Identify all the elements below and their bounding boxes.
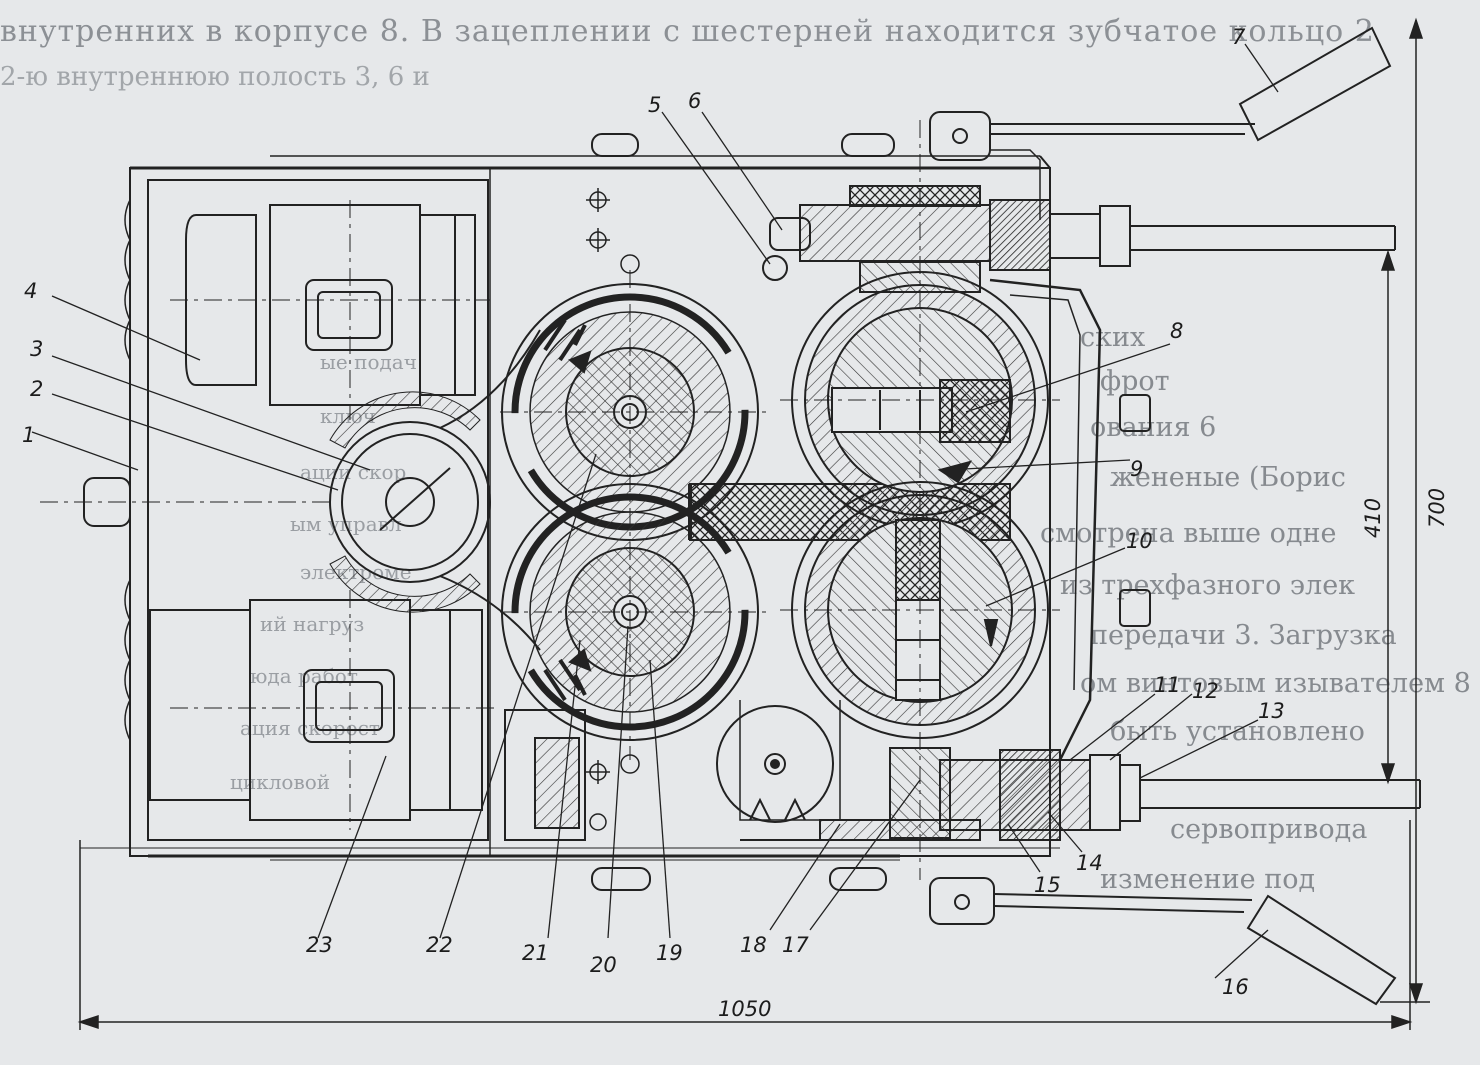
hole-6 xyxy=(762,255,788,281)
ghost-line-right-1: ских xyxy=(1080,322,1146,353)
handle-7-grip xyxy=(1238,26,1392,142)
ghost-line-left-8: ация скорост xyxy=(240,716,380,740)
callout-22: 22 xyxy=(426,933,453,957)
guide-roller-18 xyxy=(716,705,834,823)
ghost-line-top-2: 2-ю внутреннюю полость 3, 6 и xyxy=(0,62,430,92)
ghost-line-right-2: фрот xyxy=(1100,366,1170,397)
ghost-line-right-8: ом винтовым изывателем 8 xyxy=(1080,668,1471,699)
callout-15: 15 xyxy=(1034,873,1061,897)
drive-pulley-3 xyxy=(329,421,491,583)
motor-23-end-cap xyxy=(149,609,251,801)
callout-16: 16 xyxy=(1222,975,1249,999)
dim-width-value: 1050 xyxy=(718,997,771,1021)
tension-block xyxy=(504,709,586,841)
callout-8: 8 xyxy=(1170,319,1183,343)
ghost-line-right-4: жененые (Борис xyxy=(1110,462,1346,493)
ghost-line-left-9: цикловой xyxy=(230,770,331,794)
motor-compartment xyxy=(147,179,489,841)
ghost-line-right-12: изменение под xyxy=(1100,864,1316,895)
callout-3: 3 xyxy=(30,337,43,361)
dim-part-height-value: 410 xyxy=(1361,498,1385,538)
handle-16-hub xyxy=(929,877,995,925)
motor-23-body xyxy=(249,599,411,821)
callout-11: 11 xyxy=(1154,673,1181,697)
handle-16-grip xyxy=(1246,894,1397,1006)
callout-1: 1 xyxy=(22,423,35,447)
adjusting-screw-housing xyxy=(799,204,991,262)
ghost-line-right-9: быть установлено xyxy=(1110,716,1365,747)
callout-23: 23 xyxy=(306,933,333,957)
spring-block-8 xyxy=(939,379,1011,443)
callout-14: 14 xyxy=(1076,851,1103,875)
ghost-line-right-6: из трехфазного элек xyxy=(1060,570,1356,601)
callout-20: 20 xyxy=(590,953,617,977)
callout-19: 19 xyxy=(656,941,683,965)
callout-5: 5 xyxy=(648,93,661,117)
callout-12: 12 xyxy=(1192,679,1219,703)
ghost-line-right-5: смотрена выше одне xyxy=(1040,518,1337,549)
callout-13: 13 xyxy=(1258,699,1285,723)
callout-10: 10 xyxy=(1126,529,1153,553)
ghost-line-left-1: ые подач xyxy=(320,350,417,374)
callout-21: 21 xyxy=(522,941,549,965)
ghost-line-right-11: сервопривода xyxy=(1170,814,1368,845)
motor-4-body xyxy=(269,204,421,406)
ghost-line-left-6: ий нагруз xyxy=(260,612,365,636)
handle-7-hub xyxy=(929,111,991,161)
callout-17: 17 xyxy=(782,933,809,957)
callout-6: 6 xyxy=(688,89,701,113)
callout-2: 2 xyxy=(30,377,43,401)
dim-height-value: 700 xyxy=(1425,488,1449,528)
motor-4-end-cap xyxy=(185,214,257,386)
callout-4: 4 xyxy=(24,279,37,303)
callout-9: 9 xyxy=(1130,457,1143,481)
callout-18: 18 xyxy=(740,933,767,957)
ghost-line-top-1: внутренних в корпусе 8. В зацеплении с ш… xyxy=(0,14,1375,49)
ghost-line-right-3: ования 6 xyxy=(1090,412,1217,443)
callout-7: 7 xyxy=(1232,25,1246,49)
